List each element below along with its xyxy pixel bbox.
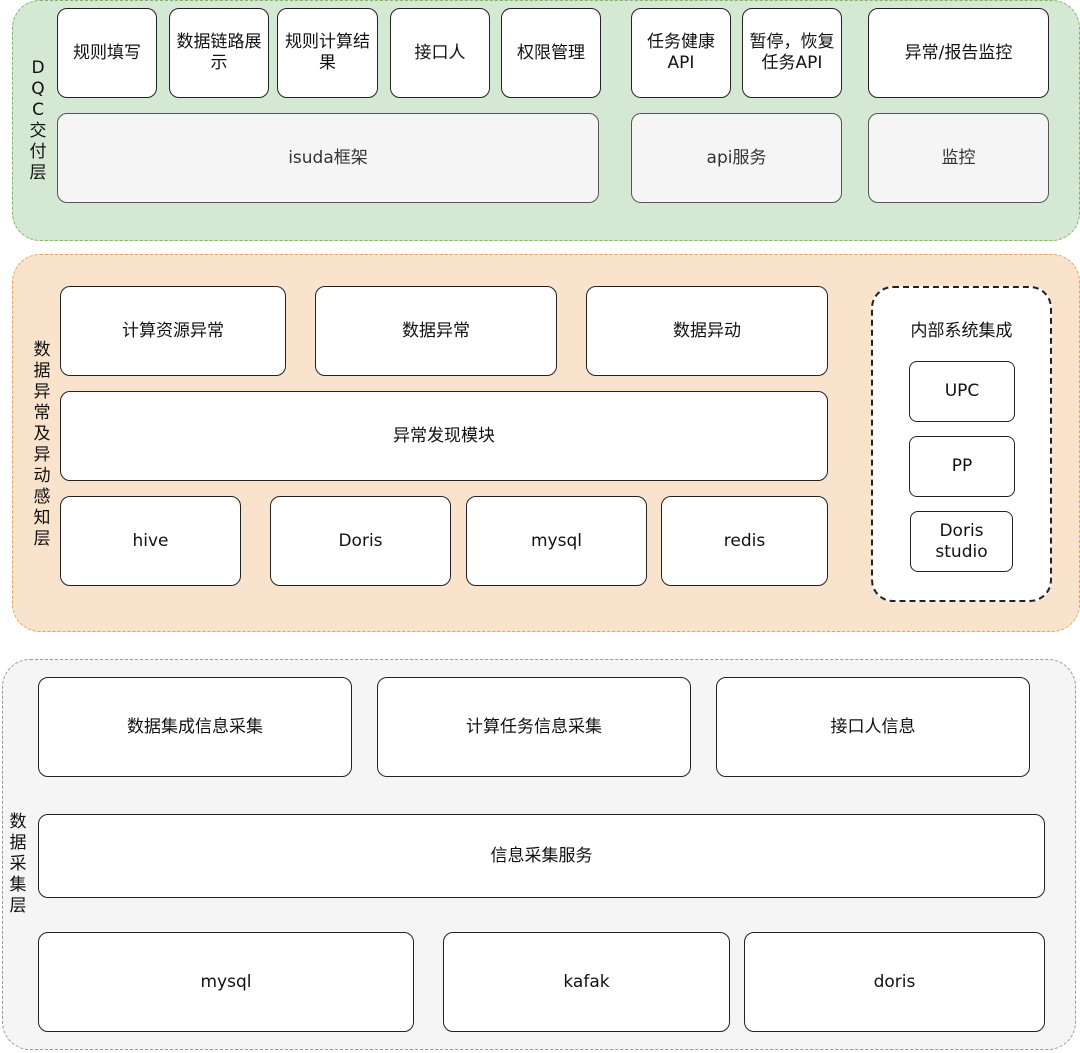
- data-change-box: 数据异动: [586, 286, 828, 376]
- collect-layer-label: 数据采集层: [9, 812, 27, 916]
- anomaly-report-monitor-box: 异常/报告监控: [868, 8, 1049, 98]
- mysql-box: mysql: [466, 496, 647, 586]
- upc-box: UPC: [909, 361, 1015, 422]
- contact-info-box: 接口人信息: [716, 677, 1030, 777]
- api-service-box: api服务: [631, 113, 842, 203]
- doris-box: Doris: [270, 496, 451, 586]
- doris-studio-box: Doris studio: [910, 511, 1013, 572]
- contact-person-box: 接口人: [390, 8, 490, 98]
- permission-box: 权限管理: [501, 8, 601, 98]
- task-health-api-box: 任务健康API: [631, 8, 731, 98]
- pp-box: PP: [909, 436, 1015, 497]
- internal-systems-title: 内部系统集成: [910, 321, 1013, 341]
- collect-doris-box: doris: [744, 932, 1045, 1032]
- compute-resource-anomaly-box: 计算资源异常: [60, 286, 286, 376]
- anomaly-detection-module-box: 异常发现模块: [60, 391, 828, 481]
- integration-info-collect-box: 数据集成信息采集: [38, 677, 352, 777]
- rule-result-box: 规则计算结果: [277, 8, 378, 98]
- collect-mysql-box: mysql: [38, 932, 414, 1032]
- isuda-framework-box: isuda框架: [57, 113, 599, 203]
- lineage-display-box: 数据链路展示: [169, 8, 269, 98]
- dqc-layer-label: DQC交付层: [29, 58, 47, 183]
- anomaly-layer-label: 数据异常及异动感知层: [33, 340, 51, 549]
- redis-box: redis: [661, 496, 828, 586]
- kafak-box: kafak: [443, 932, 730, 1032]
- hive-box: hive: [60, 496, 241, 586]
- pause-resume-api-box: 暂停，恢复任务API: [742, 8, 842, 98]
- monitor-box: 监控: [868, 113, 1049, 203]
- info-collect-service-box: 信息采集服务: [38, 814, 1045, 898]
- data-anomaly-box: 数据异常: [315, 286, 557, 376]
- compute-task-info-collect-box: 计算任务信息采集: [377, 677, 691, 777]
- rule-fill-box: 规则填写: [57, 8, 157, 98]
